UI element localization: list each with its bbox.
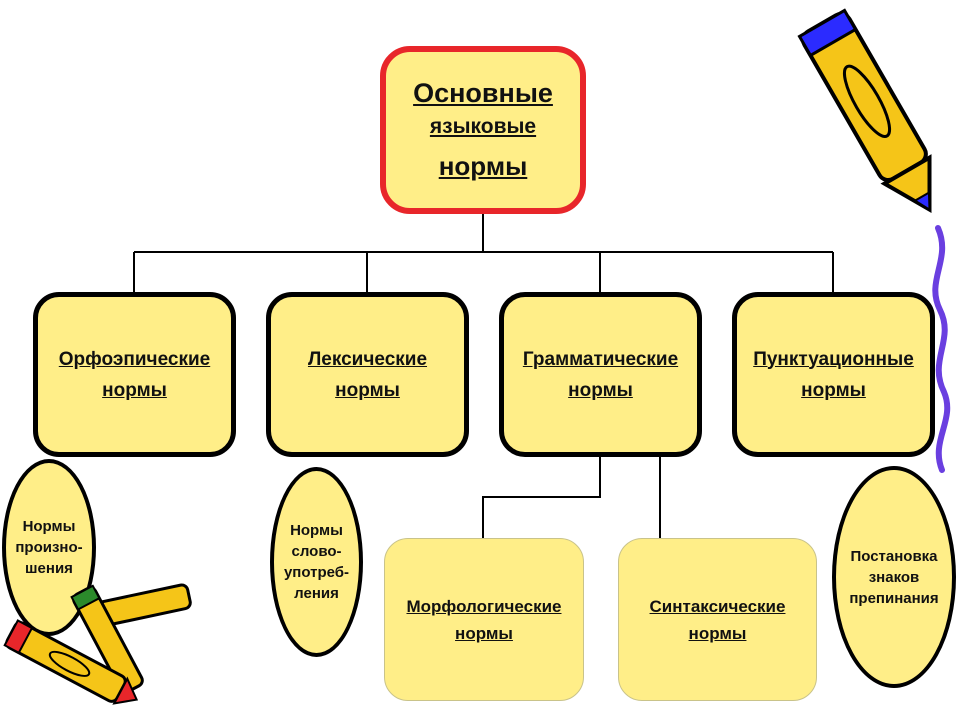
oval-line: слово-: [291, 543, 342, 560]
root-title-line1: Основные: [413, 78, 553, 108]
oval-line: употреб-: [283, 564, 350, 581]
oval-pronunciation: Нормы произно- шения: [2, 459, 96, 636]
sub-label: нормы: [688, 623, 747, 643]
sub-morphological: Морфологические нормы: [384, 538, 584, 701]
sub-label: нормы: [455, 623, 513, 643]
oval-line: шения: [25, 560, 73, 577]
root-title-line3: нормы: [438, 151, 528, 181]
category-label: нормы: [102, 379, 167, 401]
root-title-line2: языковые: [429, 115, 537, 138]
category-punctuation: Пунктуационные нормы: [732, 292, 935, 457]
category-label: Грамматические: [522, 348, 679, 370]
sub-label: Синтаксические: [649, 596, 786, 616]
category-label: нормы: [801, 379, 866, 401]
oval-line: знаков: [868, 568, 920, 586]
oval-line: Нормы: [22, 518, 76, 535]
category-label: Лексические: [307, 348, 428, 370]
category-grammatical: Грамматические нормы: [499, 292, 702, 457]
oval-punctuation-marks: Постановка знаков препинания: [832, 466, 956, 688]
oval-line: препинания: [849, 589, 939, 607]
oval-line: ления: [294, 585, 339, 602]
oval-line: произно-: [15, 539, 83, 556]
category-label: нормы: [335, 379, 400, 401]
category-lexical: Лексические нормы: [266, 292, 469, 457]
category-label: Пунктуационные: [753, 348, 914, 370]
category-label: нормы: [568, 379, 633, 401]
category-label: Орфоэпические: [58, 348, 211, 370]
oval-word-usage: Нормы слово- употреб- ления: [270, 467, 363, 657]
category-orthoepic: Орфоэпические нормы: [33, 292, 236, 457]
root-node: Основные языковые нормы: [380, 46, 586, 214]
oval-line: Постановка: [850, 547, 938, 565]
oval-line: Нормы: [290, 522, 343, 539]
sub-label: Морфологические: [406, 596, 562, 616]
sub-syntactic: Синтаксические нормы: [618, 538, 817, 701]
